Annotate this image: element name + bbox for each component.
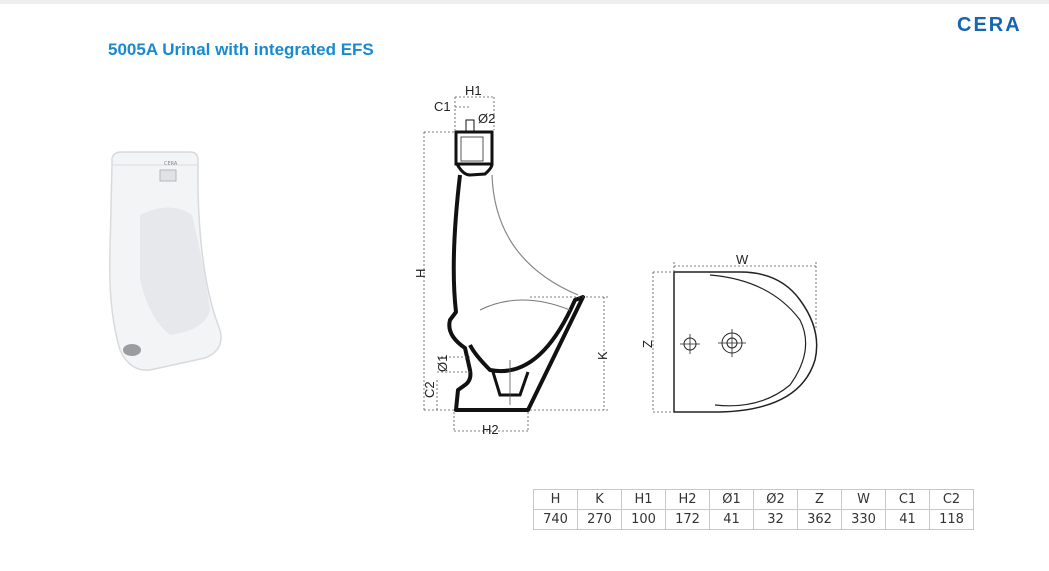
header-cell: Z [797, 489, 842, 510]
label-c1: C1 [434, 99, 451, 114]
value-cell: 100 [621, 509, 666, 530]
value-cell: 32 [753, 509, 798, 530]
label-d1: Ø1 [435, 355, 450, 372]
value-cell: 41 [709, 509, 754, 530]
value-cell: 118 [929, 509, 974, 530]
header-cell: H2 [665, 489, 710, 510]
header-cell: Ø2 [753, 489, 798, 510]
svg-text:CERA: CERA [164, 161, 178, 167]
table-row: 740 270 100 172 41 32 362 330 41 118 [533, 509, 974, 530]
value-cell: 330 [841, 509, 886, 530]
header-cell: H [533, 489, 578, 510]
table-header-row: H K H1 H2 Ø1 Ø2 Z W C1 C2 [533, 489, 974, 510]
label-h: H [413, 269, 428, 278]
top-border [0, 0, 1049, 4]
header-cell: Ø1 [709, 489, 754, 510]
label-h1: H1 [465, 83, 482, 98]
header-cell: C1 [885, 489, 930, 510]
value-cell: 41 [885, 509, 930, 530]
header-cell: K [577, 489, 622, 510]
header-cell: W [841, 489, 886, 510]
value-cell: 172 [665, 509, 710, 530]
page-title: 5005A Urinal with integrated EFS [108, 40, 374, 59]
label-h2: H2 [482, 422, 499, 437]
label-z: Z [640, 340, 655, 348]
product-photo: CERA [108, 151, 222, 371]
value-cell: 740 [533, 509, 578, 530]
label-k: K [595, 351, 610, 360]
label-w: W [736, 252, 749, 267]
header-cell: C2 [929, 489, 974, 510]
label-d2: Ø2 [478, 111, 495, 126]
cera-logo: CERA [957, 14, 1022, 36]
dimensions-table: H K H1 H2 Ø1 Ø2 Z W C1 C2 740 270 100 17… [533, 489, 974, 530]
value-cell: 270 [577, 509, 622, 530]
side-view-drawing [423, 96, 608, 432]
header-cell: H1 [621, 489, 666, 510]
label-c2: C2 [422, 381, 437, 398]
top-view-drawing [652, 262, 818, 413]
value-cell: 362 [797, 509, 842, 530]
